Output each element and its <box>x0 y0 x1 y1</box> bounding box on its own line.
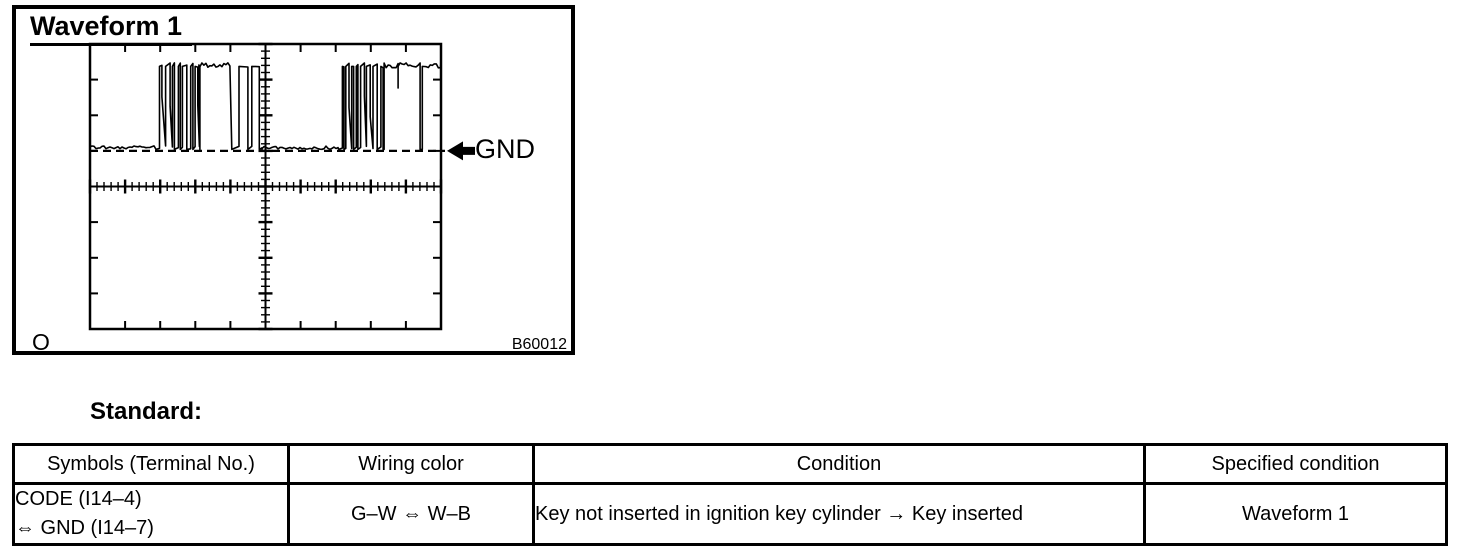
cell-symbols: CODE (I14–4) ⇔ GND (I14–7) <box>12 482 290 546</box>
table-row: CODE (I14–4) ⇔ GND (I14–7) G–W ⇔ W–B Key… <box>12 482 1448 546</box>
origin-label: O <box>32 329 50 355</box>
cell-condition: Key not inserted in ignition key cylinde… <box>532 482 1146 546</box>
symbols-line-1: CODE (I14–4) <box>15 488 142 510</box>
cell-wiring-color: G–W ⇔ W–B <box>287 482 535 546</box>
cell-specified-condition: Waveform 1 <box>1143 482 1448 546</box>
figure-title: Waveform 1 <box>30 11 192 46</box>
figure-code: B60012 <box>511 336 567 353</box>
gnd-label: GND <box>475 134 535 164</box>
oscilloscope-graticule <box>88 42 475 331</box>
col-header-wiring-color: Wiring color <box>287 443 535 485</box>
standard-table: Symbols (Terminal No.) Wiring color Cond… <box>12 443 1448 546</box>
col-header-condition: Condition <box>532 443 1146 485</box>
col-header-symbols: Symbols (Terminal No.) <box>12 443 290 485</box>
waveform-figure: Waveform 1 GND O B60012 <box>12 5 575 355</box>
col-header-specified-condition: Specified condition <box>1143 443 1448 485</box>
symbols-line-2: ⇔ GND (I14–7) <box>15 517 154 539</box>
standard-heading: Standard: <box>90 398 203 425</box>
table-header-row: Symbols (Terminal No.) Wiring color Cond… <box>12 443 1448 485</box>
